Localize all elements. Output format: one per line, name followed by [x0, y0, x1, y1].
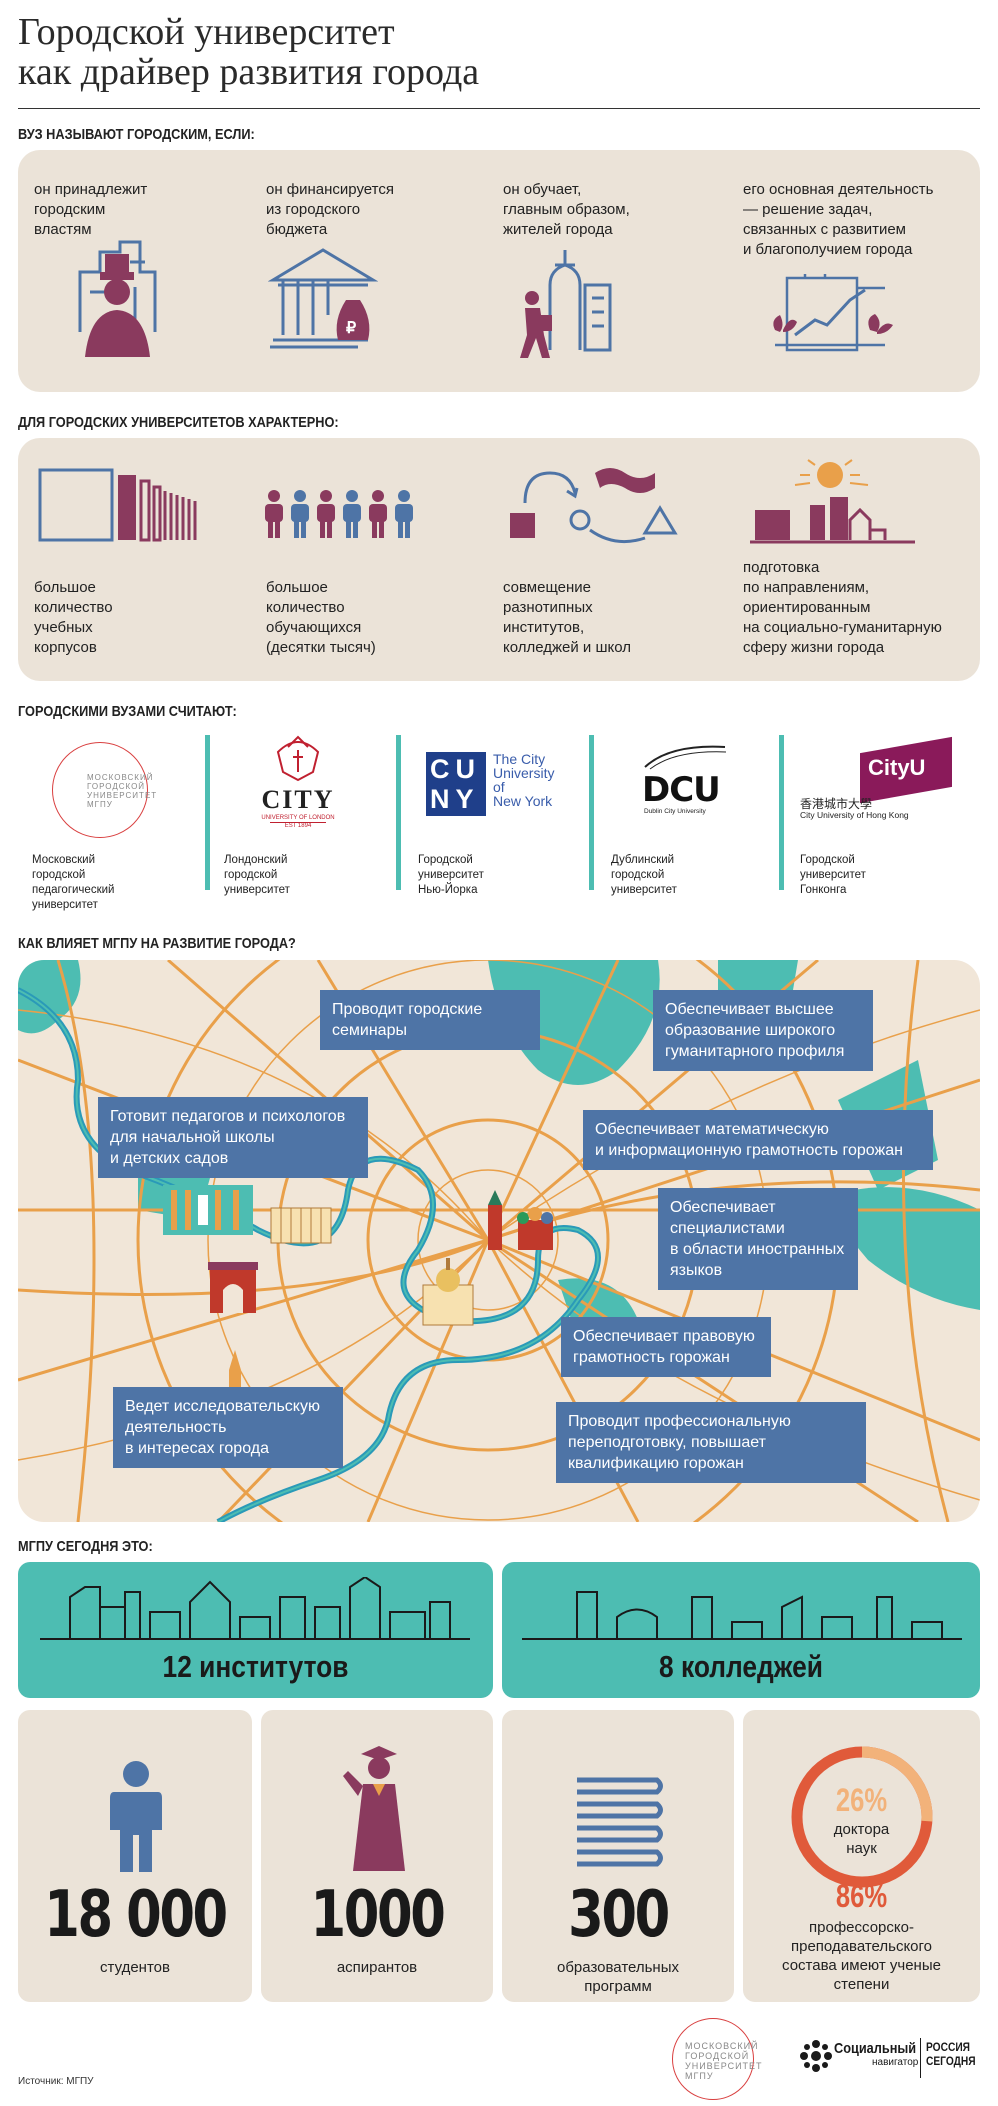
dcu-logo-text: DCU: [642, 770, 721, 810]
callout-legal-literacy: Обеспечивает правовую грамотность горожа…: [561, 1317, 771, 1377]
university-caption-city: Лондонский городской университет: [224, 854, 290, 896]
mixed-institutes-icon: [510, 468, 678, 544]
callout-math-literacy: Обеспечивает математическую и информацио…: [583, 1110, 933, 1170]
institutes-panel: 12 институтов: [18, 1562, 493, 1698]
feature-text-3: совмещение разнотипных институтов, колле…: [503, 579, 632, 656]
university-caption-dcu: Дублинский городской университет: [611, 854, 677, 896]
title-line-1: Городской университет: [18, 11, 395, 53]
navigator-logo-main: Социальный: [834, 2040, 917, 2057]
moscow-map: Проводит городские семинары Обеспечивает…: [18, 960, 980, 1522]
feature-text-2: большое количество обучающихся (десятки …: [266, 579, 376, 656]
section1-panel: [18, 150, 980, 392]
programs-number: 300: [568, 1878, 670, 1952]
navigator-snowflake-icon: [800, 2040, 832, 2072]
city-logo-sub: UNIVERSITY OF LONDON: [261, 815, 335, 821]
colleges-count: 8 колледжей: [659, 1649, 823, 1684]
social-sphere-icon: [750, 459, 915, 544]
postgraduates-label: аспирантов: [336, 1959, 418, 1976]
callout-higher-education: Обеспечивает высшее образование широкого…: [653, 990, 873, 1071]
feature-text-1: большое количество учебных корпусов: [34, 579, 113, 656]
city-official-icon: [78, 240, 157, 357]
citizen-walking-icon: [520, 250, 612, 358]
students-label: студентов: [100, 1959, 170, 1976]
criterion-text-4: его основная деятельность — решение зада…: [743, 181, 934, 258]
library-landmark-icon: [163, 1185, 253, 1235]
cuny-logo: CU NY: [426, 752, 486, 816]
divider-1: [205, 735, 210, 890]
cuny-logo-sub: The City University of New York: [493, 751, 555, 809]
staff-percent: 86%: [835, 1878, 888, 1914]
university-caption-cityu: Городской университет Гонконга: [800, 854, 866, 896]
city-crest-icon: [276, 735, 320, 782]
growth-chart-icon: [773, 274, 893, 352]
callout-seminars: Проводит городские семинары: [320, 990, 540, 1050]
footer-mgpu-logo-text: МОСКОВСКИЙ ГОРОДСКОЙ УНИВЕРСИТЕТ МГПУ: [685, 2041, 763, 2081]
city-logo-text: CITY: [261, 785, 335, 814]
programs-card: 300 образовательных программ: [502, 1710, 734, 2002]
city-logo-est: EST 1894: [270, 822, 326, 829]
title-line-2: как драйвер развития города: [18, 51, 480, 93]
svg-text:₽: ₽: [346, 320, 356, 337]
programs-label: образовательных программ: [557, 1959, 679, 1995]
institutes-skyline-icon: [40, 1577, 470, 1640]
section5-heading: МГПУ СЕГОДНЯ ЭТО:: [18, 1538, 153, 1555]
institutes-count: 12 институтов: [162, 1649, 349, 1684]
footer-mgpu-logo: МОСКОВСКИЙ ГОРОДСКОЙ УНИВЕРСИТЕТ МГПУ: [672, 2018, 762, 2100]
divider-2: [396, 735, 401, 890]
doctors-ring-arc: [791, 1746, 933, 1888]
budget-building-icon: ₽: [268, 248, 378, 349]
section2-heading: ДЛЯ ГОРОДСКИХ УНИВЕРСИТЕТОВ ХАРАКТЕРНО:: [18, 414, 339, 431]
navigator-logo-sub: навигатор: [872, 2057, 919, 2068]
postgraduates-number: 1000: [310, 1878, 446, 1952]
hotel-landmark-icon: [270, 1207, 332, 1244]
graduate-person-icon: [343, 1746, 405, 1871]
section1-heading: ВУЗ НАЗЫВАЮТ ГОРОДСКИМ, ЕСЛИ:: [18, 126, 255, 143]
cityu-logo-sub-en: City University of Hong Kong: [800, 810, 909, 820]
books-stack-icon: [577, 1777, 663, 1867]
students-card: 18 000 студентов: [18, 1710, 252, 2002]
divider-3: [589, 735, 594, 890]
colleges-panel: 8 колледжей: [502, 1562, 980, 1698]
page-title: Городской университет как драйвер развит…: [18, 12, 479, 92]
mgpu-logo: МОСКОВСКИЙ ГОРОДСКОЙ УНИВЕРСИТЕТ МГПУ: [52, 742, 156, 838]
title-divider: [18, 108, 980, 109]
university-caption-cuny: Городской университет Нью-Йорка: [418, 854, 484, 896]
footer-divider: [920, 2038, 921, 2078]
section3-heading: ГОРОДСКИМИ ВУЗАМИ СЧИТАЮТ:: [18, 703, 237, 720]
cathedral-landmark-icon: [422, 1258, 474, 1326]
doctors-label: доктора наук: [833, 1821, 890, 1857]
cityu-logo-sub-cn: 香港城市大學: [800, 797, 873, 811]
section4-heading: КАК ВЛИЯЕТ МГПУ НА РАЗВИТИЕ ГОРОДА?: [18, 935, 296, 952]
criterion-text-2: он финансируется из городского бюджета: [266, 181, 394, 238]
callout-retraining: Проводит профессиональную переподготовку…: [556, 1402, 866, 1483]
divider-4: [779, 735, 784, 890]
arch-landmark-icon: [208, 1262, 258, 1313]
degrees-card: 26% доктора наук 86% профессорско- препо…: [743, 1710, 980, 2002]
students-number: 18 000: [44, 1878, 228, 1952]
students-crowd-icon: [265, 490, 413, 538]
callout-teachers: Готовит педагогов и психологов для начал…: [98, 1097, 368, 1178]
criterion-text-1: он принадлежит городским властям: [34, 181, 148, 238]
callout-research: Ведет исследовательскую деятельность в и…: [113, 1387, 343, 1468]
doctors-percent: 26%: [835, 1782, 888, 1818]
dcu-logo-sub: Dublin City University: [644, 808, 706, 815]
feature-text-4: подготовка по направлениям, ориентирован…: [743, 559, 942, 656]
criterion-text-3: он обучает, главным образом, жителей гор…: [503, 181, 630, 238]
source-note: Источник: МГПУ: [18, 2076, 94, 2087]
doctors-ring-chart: [791, 1746, 933, 1888]
campus-buildings-icon: [38, 468, 197, 542]
mgpu-logo-text: МОСКОВСКИЙ ГОРОДСКОЙ УНИВЕРСИТЕТ МГПУ: [87, 773, 158, 809]
callout-languages: Обеспечивает специалистами в области ино…: [658, 1188, 858, 1290]
colleges-skyline-icon: [522, 1591, 962, 1640]
kremlin-landmark-icon: [488, 1190, 553, 1250]
university-caption-mgpu: Московский городской педагогический унив…: [32, 854, 115, 911]
ria-logo: РОССИЯ СЕГОДНЯ: [926, 2040, 976, 2068]
dcu-swoosh-icon: [644, 745, 727, 770]
cityu-logo-text: CityU: [868, 755, 926, 780]
postgraduates-card: 1000 аспирантов: [261, 1710, 493, 2002]
staff-label: профессорско- преподавательского состава…: [782, 1919, 941, 1993]
student-person-icon: [110, 1761, 162, 1872]
